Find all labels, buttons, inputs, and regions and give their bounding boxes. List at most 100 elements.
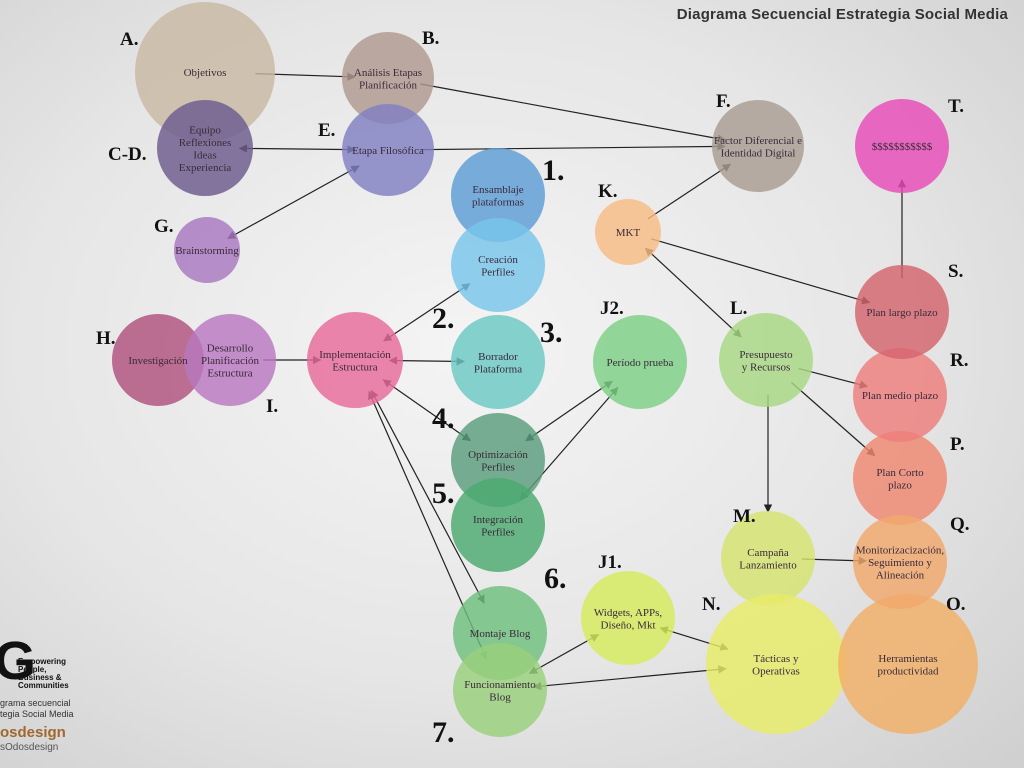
brand-mark: G [0, 631, 37, 691]
node-widgets-label: Diseño, Mkt [601, 619, 656, 631]
node-analisis-tag: B. [422, 28, 439, 49]
node-tacticas-circle [706, 594, 846, 734]
nodes-layer [112, 2, 978, 737]
node-plan_largo-tag: S. [948, 261, 963, 282]
node-ensamblaje-circle [451, 148, 545, 242]
node-brainstorming-label: Brainstorming [175, 245, 239, 257]
node-tacticas-label: Tácticas y [754, 653, 799, 665]
node-dinero-tag: T. [948, 96, 964, 117]
node-widgets-circle [581, 571, 675, 665]
edge-mkt-to-plan_largo [650, 238, 871, 305]
node-plan_corto-circle [853, 431, 947, 525]
node-optimizacion-label: Optimización [468, 449, 528, 461]
node-tacticas-label: Operativas [752, 665, 800, 677]
node-periodo-circle [593, 315, 687, 409]
node-equipo-circle [157, 100, 253, 196]
node-herramientas-circle [838, 594, 978, 734]
node-mkt-label: MKT [616, 227, 641, 239]
node-funcionamiento-circle [453, 643, 547, 737]
brand-logo: G Empowering People, Business & Communit… [0, 628, 110, 758]
node-dinero-label: $$$$$$$$$$$ [872, 141, 933, 153]
node-equipo-label: Experiencia [179, 162, 232, 174]
node-montaje-label: Montaje Blog [470, 628, 531, 640]
brand-caption-line: grama secuencial [0, 698, 71, 708]
node-desarrollo-label: Estructura [207, 368, 252, 380]
node-filosofica-tag: E. [318, 120, 335, 141]
node-implementacion-label: Estructura [332, 361, 377, 373]
edge-implementacion-to-optimizacion [382, 379, 471, 442]
node-equipo-label: Ideas [193, 149, 216, 161]
node-plan_medio-circle [853, 348, 947, 442]
edge-analisis-to-factor [420, 83, 727, 143]
node-desarrollo-label: Desarrollo [207, 343, 254, 355]
node-campana-label: Lanzamiento [739, 559, 797, 571]
node-integracion-label: Perfiles [481, 526, 515, 538]
node-equipo-label: Reflexiones [179, 137, 232, 149]
brand-tagline-line: Business & [18, 673, 62, 682]
node-brainstorming-tag: G. [154, 216, 174, 237]
node-presupuesto-circle [719, 313, 813, 407]
node-investigacion-tag: H. [96, 328, 116, 349]
node-mkt-tag: K. [598, 181, 618, 202]
brand-tagline-line: Empowering [18, 657, 67, 666]
edge-filosofica-to-factor [421, 142, 726, 151]
node-integracion-label: Integración [473, 514, 524, 526]
node-monitorizacion-circle [853, 515, 947, 609]
node-implementacion-label: Implementación [319, 349, 391, 361]
brand-tagline: Empowering People, Business & Communitie… [18, 658, 98, 690]
edge-mkt-to-presupuesto [644, 247, 742, 338]
node-analisis-label: Análisis Etapas [354, 67, 422, 79]
node-campana-circle [721, 511, 815, 605]
node-filosofica-circle [342, 104, 434, 196]
node-implementacion-circle [307, 312, 403, 408]
node-plan_largo-circle [855, 265, 949, 359]
node-monitorizacion-label: Alineación [876, 570, 925, 582]
node-plan_corto-label: Plan Corto [876, 467, 924, 479]
node-factor-circle [712, 100, 804, 192]
node-borrador-label: Borrador [478, 351, 518, 363]
node-monitorizacion-tag: Q. [950, 514, 970, 535]
node-desarrollo-label: Planificación [201, 355, 260, 367]
node-creacion-label: Perfiles [481, 266, 515, 278]
node-plan_medio-label: Plan medio plazo [862, 390, 939, 402]
node-desarrollo-circle [184, 314, 276, 406]
node-plan_corto-tag: P. [950, 434, 965, 455]
node-factor-label: Identidad Digital [721, 147, 796, 159]
node-funcionamiento-label: Funcionamiento [464, 679, 536, 691]
node-equipo-tag: C-D. [108, 144, 147, 165]
node-tacticas-tag: N. [702, 594, 720, 615]
node-funcionamiento-label: Blog [489, 691, 511, 703]
node-integracion-tag: 5. [432, 477, 455, 510]
node-mkt-circle [595, 199, 661, 265]
node-factor-label: Factor Diferencial e [714, 135, 802, 147]
node-ensamblaje-label: Ensamblaje [472, 184, 523, 196]
node-campana-tag: M. [733, 506, 756, 527]
edge-presupuesto-to-plan_corto [791, 381, 876, 457]
node-herramientas-label: productividad [877, 665, 939, 677]
edge-brainstorming-to-filosofica [227, 165, 360, 240]
node-ensamblaje-tag: 1. [542, 154, 565, 187]
node-monitorizacion-label: Monitorizacización, [856, 545, 945, 557]
edge-equipo-to-filosofica [238, 144, 356, 154]
edge-funcionamiento-to-tacticas [532, 665, 727, 691]
node-creacion-label: Creación [478, 254, 518, 266]
node-borrador_num-tag: 3. [540, 316, 563, 349]
node-monitorizacion-label: Seguimiento y [868, 557, 932, 569]
node-investigacion-label: Investigación [128, 355, 188, 367]
node-ensamblaje-label: plataformas [472, 196, 524, 208]
brand-tagline-line: People, [18, 665, 47, 674]
node-optimizacion-circle [451, 413, 545, 507]
node-periodo-label: Período prueba [607, 357, 674, 369]
diagram-title: Diagrama Secuencial Estrategia Social Me… [676, 6, 1008, 23]
node-herramientas-label: Herramientas [878, 653, 937, 665]
brand-caption: grama secuencial tegia Social Media [0, 698, 100, 720]
node-optimizacion-label: Perfiles [481, 461, 515, 473]
node-borrador-tag: 2. [432, 302, 455, 335]
node-analisis-circle [342, 32, 434, 124]
edge-mkt-to-factor [647, 163, 732, 220]
node-objetivos-tag: A. [120, 29, 138, 50]
node-brainstorming-circle [174, 217, 240, 283]
brand-caption-line: tegia Social Media [0, 709, 74, 719]
